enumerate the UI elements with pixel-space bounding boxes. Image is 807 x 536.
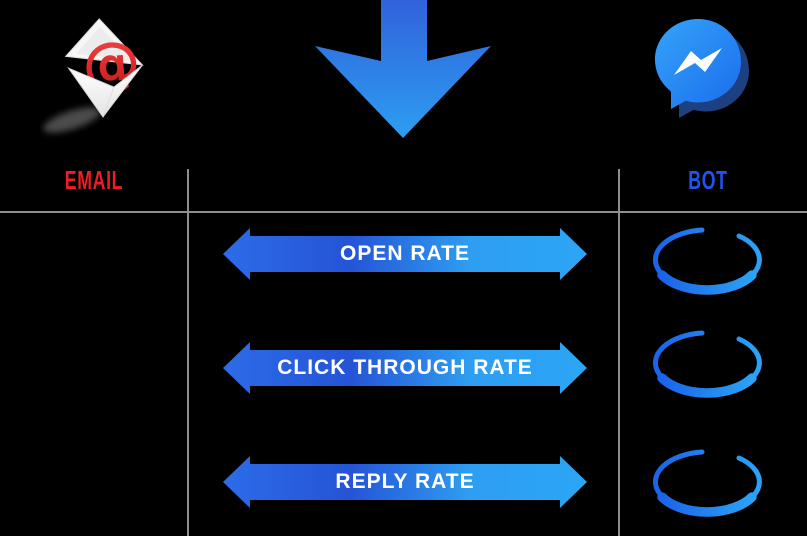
circle-highlight-icon — [652, 330, 762, 398]
metric-row-open-rate: OPEN RATE — [223, 228, 587, 280]
bot-column-label: BOT — [638, 166, 778, 194]
metric-row-reply-rate: REPLY RATE — [223, 456, 587, 508]
metric-label-open-rate: OPEN RATE — [340, 242, 470, 265]
grid-vertical-line-right — [618, 169, 620, 536]
lightning-bolt-icon — [674, 48, 722, 75]
email-column-label: EMAIL — [24, 166, 164, 194]
circle-highlight-icon — [652, 227, 762, 295]
grid-horizontal-line — [0, 211, 807, 213]
double-arrow-icon — [223, 456, 587, 508]
circle-highlight-icon — [652, 449, 762, 517]
email-at-envelope-icon: @ — [43, 18, 144, 133]
metric-label-click-through-rate: CLICK THROUGH RATE — [277, 356, 533, 379]
bot-column-label-text: BOT — [688, 165, 728, 195]
grid-vertical-line-left — [187, 169, 189, 536]
facebook-messenger-icon — [655, 19, 749, 118]
email-column-label-text: EMAIL — [64, 165, 124, 195]
metric-label-reply-rate: REPLY RATE — [335, 470, 475, 493]
metric-row-click-through-rate: CLICK THROUGH RATE — [223, 342, 587, 394]
double-arrow-icon — [223, 342, 587, 394]
double-arrow-icon — [223, 228, 587, 280]
big-down-arrow-icon — [315, 0, 491, 138]
